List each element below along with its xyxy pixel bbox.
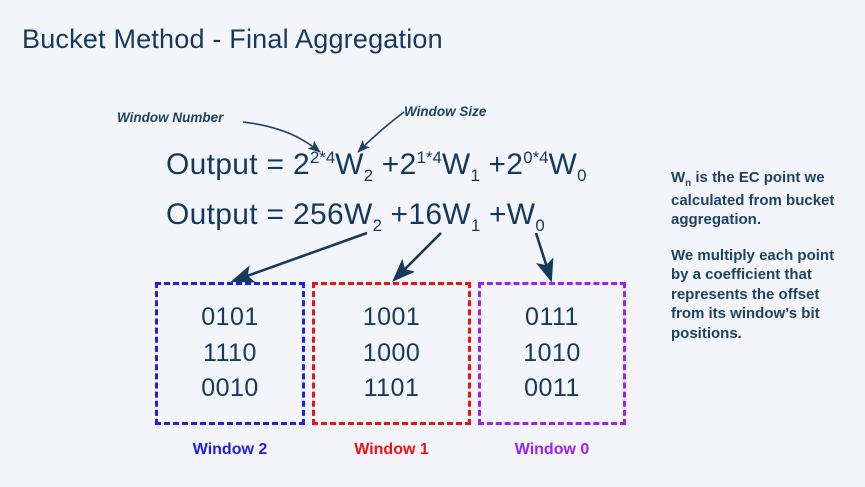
bit-window-box-2: 0101 1110 0010: [155, 282, 305, 425]
equation-2-term-2-var: W: [506, 198, 536, 231]
equation-2-term-1-subscript: 1: [470, 216, 481, 235]
arrow-term-1-to-window-1: [392, 232, 442, 282]
equation-2-term-1: +16W1: [390, 198, 481, 235]
equation-1-term-2-exponent: 0*4: [523, 148, 549, 167]
equation-1-term-2-var: W: [548, 148, 578, 181]
equation-1-term-1-var: W: [441, 148, 471, 181]
equation-2-term-1-var: W: [442, 198, 471, 231]
bit-row: 1110: [203, 338, 257, 367]
equation-1-term-2-base: 2: [506, 148, 524, 181]
bit-row: 0010: [201, 374, 259, 403]
bit-row: 1001: [362, 303, 421, 332]
arrow-term-0-to-window-2: [230, 231, 368, 283]
equation-1-term-1: +21*4W1: [381, 148, 480, 185]
note-1-variable: W: [671, 169, 686, 186]
callout-label-window-number: Window Number: [117, 110, 224, 125]
equation-1-term-2: +20*4W0: [488, 148, 586, 185]
bit-row: 1010: [523, 338, 581, 367]
equation-2-equals: =: [266, 198, 285, 231]
equation-1-term-1-operator: +: [381, 148, 400, 181]
equation-1-term-2-subscript: 0: [577, 166, 587, 185]
equation-1-equals: =: [266, 148, 285, 181]
note-paragraph-2: We multiply each point by a coefficient …: [671, 246, 835, 342]
page-title: Bucket Method - Final Aggregation: [22, 24, 443, 54]
equation-1-term-0-subscript: 2: [363, 166, 374, 185]
bit-row: 1101: [363, 374, 420, 403]
note-1-text: is the EC point we calculated from bucke…: [671, 169, 835, 229]
equation-1-term-0-base: 2: [292, 148, 310, 181]
window-label-2: Window 2: [192, 441, 268, 458]
bit-row: 0101: [201, 303, 259, 332]
equation-2-term-0-coefficient: 256: [292, 198, 344, 231]
equation-2-term-2-operator: +: [488, 198, 507, 231]
notes-panel: Wn is the EC point we calculated from bu…: [671, 168, 851, 343]
equation-1-term-1-subscript: 1: [470, 166, 480, 185]
equation-2-lhs: Output: [166, 198, 258, 231]
equation-2-term-0: 256W2: [292, 198, 382, 235]
equation-2-term-0-var: W: [343, 198, 373, 231]
equation-2-term-1-coefficient: 16: [408, 198, 443, 231]
bit-window-box-1: 1001 1000 1101: [312, 282, 471, 425]
equation-1-lhs: Output: [166, 148, 258, 181]
equation-exponential: Output = 22*4W2 +21*4W1 +20*4W0: [166, 148, 586, 186]
equation-2-term-0-subscript: 2: [372, 216, 382, 235]
equation-1-term-2-operator: +: [488, 148, 507, 181]
bit-row: 1000: [362, 338, 421, 367]
bit-row: 0011: [524, 374, 580, 403]
note-1-subscript: n: [685, 178, 692, 189]
note-paragraph-1: Wn is the EC point we calculated from bu…: [671, 168, 851, 230]
equation-2-term-1-operator: +: [390, 198, 409, 231]
equation-2-term-2-subscript: 0: [535, 216, 545, 235]
equation-1-term-1-base: 2: [399, 148, 417, 181]
equation-1-term-0: 22*4W2: [292, 148, 373, 185]
bit-window-box-0: 0111 1010 0011: [478, 282, 626, 425]
equation-1-term-1-exponent: 1*4: [416, 148, 442, 167]
window-label-1: Window 1: [354, 441, 429, 458]
window-label-0: Window 0: [514, 441, 590, 458]
leader-line-window-size: [357, 111, 405, 153]
callout-label-window-size: Window Size: [404, 104, 487, 119]
bit-row: 0111: [525, 303, 579, 332]
equation-expanded: Output = 256W2 +16W1 +W0: [166, 198, 545, 236]
arrow-term-2-to-window-0: [534, 232, 554, 283]
equation-2-term-2: +W0: [488, 198, 545, 235]
equation-1-term-0-var: W: [335, 148, 364, 181]
equation-1-term-0-exponent: 2*4: [309, 148, 336, 167]
